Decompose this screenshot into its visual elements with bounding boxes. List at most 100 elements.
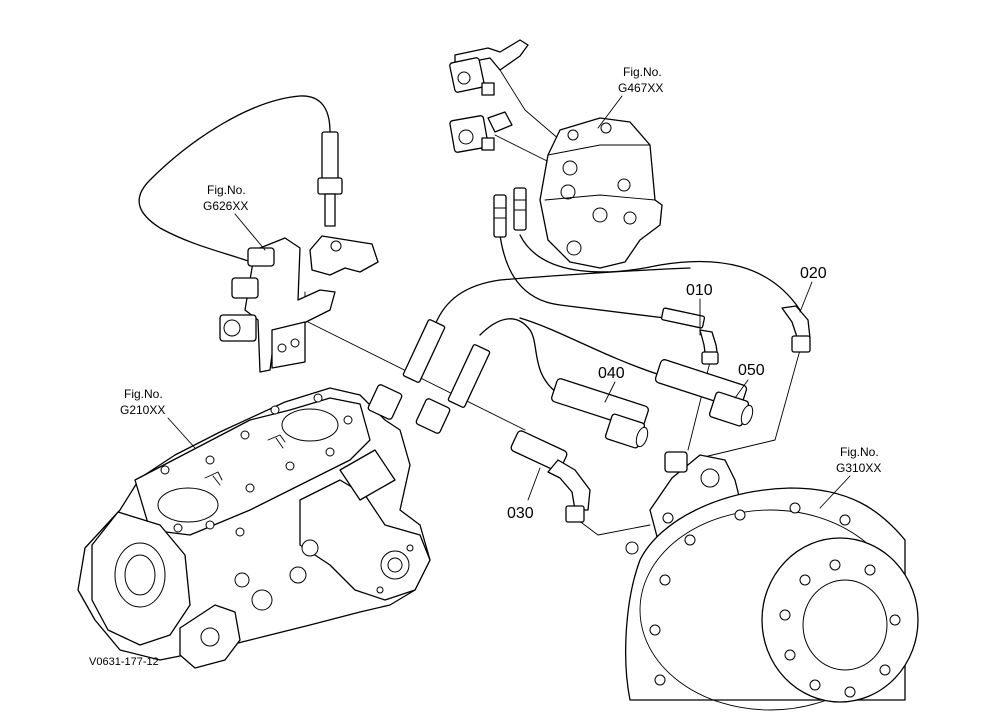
part-010-nut — [701, 351, 719, 365]
part-number-labels: 010 020 040 050 030 — [507, 265, 827, 522]
figure-ref-g626: Fig.No. G626XX — [203, 183, 266, 251]
adapter-top — [481, 82, 495, 96]
motor-bolt-3 — [789, 502, 801, 514]
part-number-050: 050 — [738, 362, 765, 379]
figure-ref-g210: Fig.No. G210XX — [120, 387, 196, 449]
drawing-code: V0631-177-12 — [89, 656, 159, 668]
motor-bolt-2 — [734, 509, 746, 521]
part-number-010: 010 — [686, 282, 713, 299]
part-050-leader — [734, 379, 749, 399]
motor-hub-center — [802, 579, 888, 671]
motor-bolt-6 — [649, 624, 661, 636]
part-020-hose-fitting — [781, 305, 811, 353]
valve-port-4 — [560, 184, 576, 200]
part-030-hose-assembly — [510, 430, 591, 523]
pump-lower-port-1 — [289, 566, 307, 584]
part-number-040: 040 — [598, 365, 625, 382]
valve-port-7 — [617, 178, 631, 192]
hub-bolt-2 — [829, 559, 841, 571]
valve-edge-1 — [547, 144, 651, 156]
mounting-bracket — [271, 321, 306, 369]
hose-end-vertical — [321, 131, 339, 181]
pump-side-port-inner — [387, 557, 403, 573]
pump-bolt-6 — [343, 415, 353, 425]
valve-port-1 — [567, 129, 579, 141]
valve-edge-2 — [544, 194, 656, 201]
motor-valve-port-3 — [625, 541, 639, 555]
part-040-bore — [635, 426, 649, 448]
elbow-fitting-top — [454, 39, 529, 71]
leader-valve-top — [499, 69, 561, 141]
part-010-hose-fitting — [660, 307, 719, 365]
pump-side-bolt-1 — [406, 544, 414, 552]
hose-valve-020 — [519, 234, 801, 311]
pump-port-top-left — [157, 487, 219, 523]
hub-bolt-9 — [889, 614, 901, 626]
fitting-left-top — [247, 247, 275, 267]
part-030-leader — [527, 467, 541, 501]
part-030-nut — [565, 505, 585, 523]
gear-unit-port — [200, 627, 220, 647]
hose-end-valve-1 — [493, 194, 507, 238]
hydraulic-pump-assembly — [77, 319, 491, 669]
pump-lower-port-4 — [301, 539, 319, 557]
fig-ref-g467-leader — [597, 95, 623, 129]
fig-ref-g626-leader — [234, 213, 266, 251]
pump-bolt-9 — [245, 483, 255, 493]
leader-020-motor — [699, 349, 801, 459]
hub-bolt-7 — [844, 686, 856, 698]
figure-ref-g467: Fig.No. G467XX — [597, 65, 663, 129]
travel-motor-assembly — [625, 451, 919, 711]
bracket-hole-2 — [290, 338, 300, 348]
valve-port-5 — [592, 207, 608, 223]
part-010-hose-end — [660, 307, 706, 329]
control-valve-assembly — [449, 39, 663, 269]
tee-port-top — [330, 240, 342, 252]
hose-end-valve-2 — [513, 187, 527, 231]
hub-bolt-6 — [809, 679, 821, 691]
fig-ref-g310-line2: G310XX — [836, 461, 881, 475]
fig-ref-g310-leader — [819, 475, 851, 509]
part-030-hose-body — [510, 430, 568, 472]
fig-ref-g626-line1: Fig.No. — [207, 183, 246, 197]
elbow-mid — [487, 111, 513, 133]
pump-bolt-4 — [270, 405, 280, 415]
pump-bolt-10 — [205, 520, 215, 530]
hose-pump-upper — [434, 267, 691, 326]
valve-port-6 — [566, 240, 582, 256]
part-number-030: 030 — [507, 505, 534, 522]
valve-port-3 — [562, 160, 578, 176]
hose-pump-040 — [479, 318, 561, 396]
pump-port-top-right — [281, 408, 339, 442]
fig-ref-g310-line1: Fig.No. — [840, 445, 879, 459]
fig-ref-g467-line2: G467XX — [618, 81, 663, 95]
motor-port-fitting — [664, 451, 688, 473]
fig-ref-g210-line1: Fig.No. — [124, 387, 163, 401]
motor-bolt-4 — [839, 514, 851, 526]
hose-valve-010 — [499, 234, 666, 319]
hose-loop-left — [138, 95, 331, 271]
motor-bolt-1 — [684, 534, 696, 546]
adapter-mid — [481, 137, 495, 151]
pump-side-bolt-2 — [376, 586, 384, 594]
part-020-leader — [799, 281, 813, 313]
fig-ref-g210-line2: G210XX — [120, 403, 165, 417]
pump-hose-end-2 — [447, 344, 491, 408]
pump-bolt-11 — [173, 523, 183, 533]
pump-cap-block — [339, 449, 396, 501]
part-050-bore — [740, 404, 754, 426]
motor-valve-port-2 — [662, 512, 674, 524]
motor-valve-port-1 — [700, 468, 720, 488]
part-050-hose-assembly — [654, 359, 754, 427]
pump-bolt-1 — [160, 465, 170, 475]
hub-bolt-5 — [784, 649, 796, 661]
pump-outlet-fitting-2 — [415, 398, 451, 434]
motor-bolt-7 — [654, 674, 666, 686]
part-number-020: 020 — [800, 265, 827, 282]
bracket-hole-1 — [277, 343, 287, 353]
tee-body — [309, 235, 379, 276]
pump-bolt-5 — [313, 393, 323, 403]
valve-body — [539, 117, 663, 269]
pump-front-bore-inner — [124, 554, 156, 596]
